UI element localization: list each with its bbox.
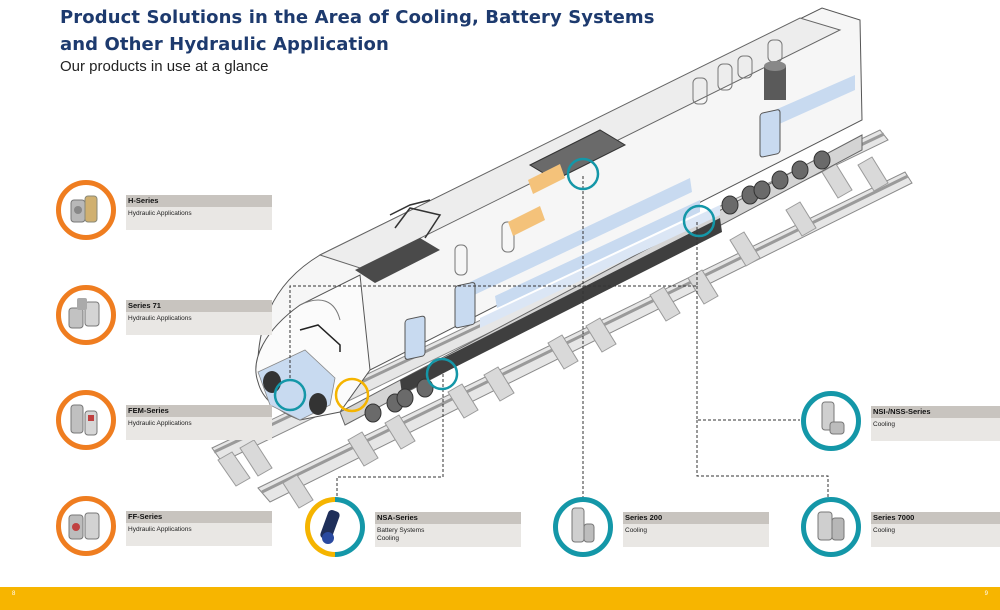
product-application: Cooling — [873, 421, 896, 428]
page-title: Product Solutions in the Area of Cooling… — [60, 7, 655, 55]
product-photo — [553, 497, 613, 557]
product-application-2: Cooling — [377, 535, 400, 542]
bogies — [364, 150, 831, 423]
product-application: Cooling — [625, 527, 648, 534]
product-name: Series 7000 — [871, 512, 1000, 524]
product-name: Series 200 — [623, 512, 769, 524]
product-application: Cooling — [873, 527, 896, 534]
product-photo — [56, 390, 116, 450]
page-subtitle: Our products in use at a glance — [60, 58, 269, 75]
train-body — [255, 7, 863, 426]
product-photo — [801, 497, 861, 557]
sleepers — [217, 156, 889, 509]
product-application: Hydraulic Applications — [128, 420, 192, 427]
product-name: FF-Series — [126, 511, 272, 523]
highlight-circles — [273, 157, 716, 413]
product-photo — [56, 285, 116, 345]
page-number-right: 9 — [984, 591, 988, 597]
product-application: Hydraulic Applications — [128, 315, 192, 322]
connector-lines — [289, 176, 829, 500]
product-name: NSI-/NSS-Series — [871, 406, 1000, 418]
product-photo — [801, 391, 861, 451]
product-photo — [56, 180, 116, 240]
product-name: NSA-Series — [375, 512, 521, 524]
product-photo — [56, 496, 116, 556]
product-name: H-Series — [126, 195, 272, 207]
product-application: Hydraulic Applications — [128, 526, 192, 533]
footer-bar: 8 9 — [0, 587, 1000, 610]
product-application: Battery Systems — [377, 527, 425, 534]
product-application: Hydraulic Applications — [128, 210, 192, 217]
product-photo — [305, 497, 365, 557]
page-number-left: 8 — [12, 591, 16, 597]
product-name: FEM-Series — [126, 405, 272, 417]
product-name: Series 71 — [126, 300, 272, 312]
